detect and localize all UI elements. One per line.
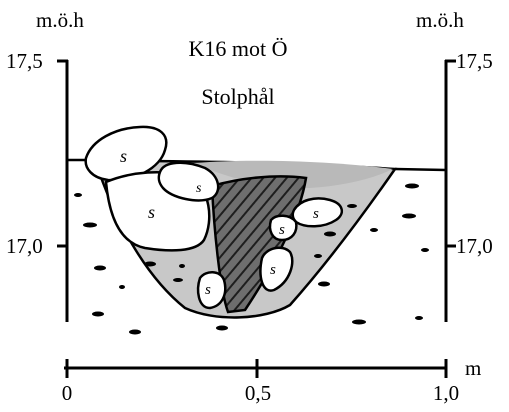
y-tick-label-left-17-0: 17,0: [6, 234, 43, 258]
stone-mid-upper: [157, 161, 220, 202]
stone-symbol-6: s: [270, 262, 276, 278]
drawing-title: K16 mot Ö: [189, 36, 288, 61]
ground-surface-right: [394, 167, 447, 172]
y-tick-label-right-17-5: 17,5: [456, 49, 493, 73]
y-unit-right: m.ö.h: [416, 8, 464, 32]
y-tick-label-right-17-0: 17,0: [456, 234, 493, 258]
stone-symbol-3: s: [196, 181, 202, 196]
stone-top-left: [84, 125, 168, 182]
y-unit-left: m.ö.h: [36, 8, 84, 32]
stone-right-lower: [259, 246, 294, 292]
x-tick-label-1-0: 1,0: [433, 381, 459, 405]
stone-symbol-5: s: [279, 222, 285, 238]
stone-right-small: [268, 214, 298, 242]
x-unit-label: m: [465, 356, 481, 380]
x-tick-label-0: 0: [62, 381, 73, 405]
drawing-subtitle: Stolphål: [201, 84, 274, 109]
stone-symbol-7: s: [205, 282, 211, 298]
stone-symbol-1: s: [120, 146, 127, 166]
y-tick-label-left-17-5: 17,5: [6, 49, 43, 73]
stone-symbol-4: s: [313, 206, 319, 222]
posthole-top-layer: [195, 160, 393, 188]
soil-dashes: [74, 183, 429, 335]
stone-bottom-left: [196, 271, 227, 310]
x-tick-label-0-5: 0,5: [245, 381, 271, 405]
fill-inclusions: [144, 231, 336, 282]
stone-symbol-2: s: [148, 202, 155, 222]
